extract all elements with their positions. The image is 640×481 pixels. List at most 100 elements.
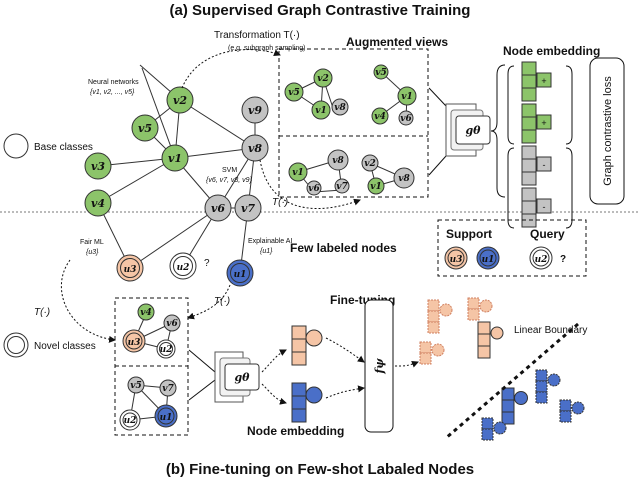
node-embedding-bottom-label: Node embedding: [247, 424, 344, 438]
svg-text:gθ: gθ: [234, 371, 250, 384]
svg-text:v9: v9: [248, 104, 262, 117]
augmented-views-label: Augmented views: [346, 35, 448, 49]
loss-box: [589, 57, 625, 205]
support-label: Support: [446, 227, 492, 241]
enc-arrow-up: [261, 349, 287, 373]
svg-text:v1: v1: [401, 92, 413, 102]
svg-text:v1: v1: [315, 106, 327, 116]
view-4: v2 v1 v8: [361, 154, 415, 195]
support-query-box: [437, 219, 587, 277]
svg-text:v4: v4: [374, 112, 386, 122]
svg-text:v2: v2: [173, 94, 187, 107]
node-u2: u2: [169, 252, 197, 280]
graph-contrastive-loss-label: Graph contrastive loss: [602, 76, 614, 186]
embedding-brace: [490, 64, 506, 198]
few-labeled-nodes-label: Few labeled nodes: [290, 241, 397, 255]
neural-networks-set: {v1, v2, ..., v5}: [90, 89, 135, 96]
svg-text:v1: v1: [292, 168, 304, 178]
node-v3: v3: [84, 152, 112, 180]
svg-text:u2: u2: [160, 345, 173, 355]
finetune-embedding-orange: [291, 325, 323, 366]
node-v6: v6: [204, 194, 232, 222]
transformation-label: Transformation T(·): [214, 30, 300, 41]
legend-u2: u2: [529, 246, 553, 270]
svg-text:v2: v2: [364, 159, 376, 169]
svg-text:u3: u3: [128, 338, 141, 348]
encoder-bottom: gθ: [188, 349, 260, 403]
svg-text:v1: v1: [370, 182, 382, 192]
linear-boundary-label: Linear Boundary: [514, 325, 587, 336]
subgraph-top: v4 v6 u3 u2: [122, 303, 181, 359]
node-v2: v2: [166, 86, 194, 114]
classifier-box: [364, 299, 394, 433]
svg-text:-: -: [543, 202, 546, 212]
svg-text:-: -: [543, 160, 546, 170]
t-op-left: T(·): [34, 307, 50, 318]
neural-networks-label: Neural networks: [88, 79, 139, 86]
svg-text:v3: v3: [91, 160, 105, 173]
novel-classes-legend: Novel classes: [3, 332, 96, 358]
transform-arrow-mid: [259, 159, 361, 209]
embedding-stack-1: +: [521, 61, 552, 102]
fair-ml-label: Fair ML: [80, 239, 104, 246]
svg-text:u3: u3: [124, 265, 137, 275]
classifier-arrow: [394, 360, 419, 368]
svg-text:v8: v8: [332, 156, 344, 166]
classifier-label: fψ: [373, 358, 386, 375]
svg-text:Base classes: Base classes: [34, 142, 93, 153]
fair-ml-set: {u3}: [86, 249, 99, 256]
svg-text:v7: v7: [241, 202, 255, 215]
svg-text:v1: v1: [168, 152, 182, 165]
view-2: v5 v1 v4 v6: [371, 64, 417, 126]
svg-text:+: +: [541, 118, 546, 128]
view-3: v1 v8 v6 v7: [288, 149, 350, 196]
bracket-negative: [507, 147, 515, 229]
svg-text:u1: u1: [160, 413, 173, 423]
svm-set: {v6, v7, v8, v9}: [206, 177, 253, 184]
node-v9: v9: [241, 96, 269, 124]
node-v4: v4: [84, 189, 112, 217]
svg-text:u2: u2: [124, 416, 137, 426]
emb-arrow-orange: [325, 337, 365, 363]
svg-text:u1: u1: [482, 255, 495, 265]
augmented-views-box: [278, 48, 429, 198]
transform-arrow-left: [60, 259, 116, 343]
node-v8: v8: [241, 134, 269, 162]
question-mark: ?: [204, 258, 210, 269]
transformation-example: (e.g. subgraph sampling): [228, 45, 305, 52]
linear-boundary: [445, 322, 579, 440]
transform-arrow-right: [187, 284, 231, 320]
svg-text:v8: v8: [398, 174, 410, 184]
node-v1: v1: [161, 144, 189, 172]
node-u3: u3: [116, 254, 144, 282]
embedding-stack-2: +: [521, 103, 552, 144]
legend-u1: u1: [476, 246, 500, 270]
svg-text:v6: v6: [308, 184, 320, 194]
svg-text:v8: v8: [334, 103, 346, 113]
svg-text:v5: v5: [130, 381, 142, 391]
title-top: (a) Supervised Graph Contrastive Trainin…: [170, 2, 471, 19]
title-bottom: (b) Fine-tuning on Few-shot Labaled Node…: [166, 461, 474, 478]
svg-text:u3: u3: [450, 255, 463, 265]
svg-text:u2: u2: [535, 255, 548, 265]
node-v7: v7: [234, 194, 262, 222]
finetune-embedding-blue: [291, 382, 323, 423]
base-classes-legend: Base classes: [3, 133, 93, 159]
node-v5: v5: [131, 114, 159, 142]
svg-text:u1: u1: [234, 270, 247, 280]
embedding-stack-3: -: [521, 145, 552, 186]
svg-text:v2: v2: [317, 74, 329, 84]
t-op-mid: T(·): [272, 197, 288, 208]
svg-text:+: +: [541, 76, 546, 86]
svg-text:v5: v5: [288, 88, 300, 98]
svg-text:v8: v8: [248, 142, 262, 155]
node-u1: u1: [226, 259, 254, 287]
enc-arrow-down: [261, 383, 287, 405]
legend-question: ?: [560, 254, 566, 265]
svg-text:v7: v7: [162, 384, 174, 394]
transform-arrow-top: [181, 49, 281, 89]
explainable-ai-set: {u1}: [260, 248, 273, 255]
bracket-positive-right: [565, 65, 573, 145]
embedding-space: [419, 297, 585, 441]
svm-label: SVM: [222, 167, 237, 174]
